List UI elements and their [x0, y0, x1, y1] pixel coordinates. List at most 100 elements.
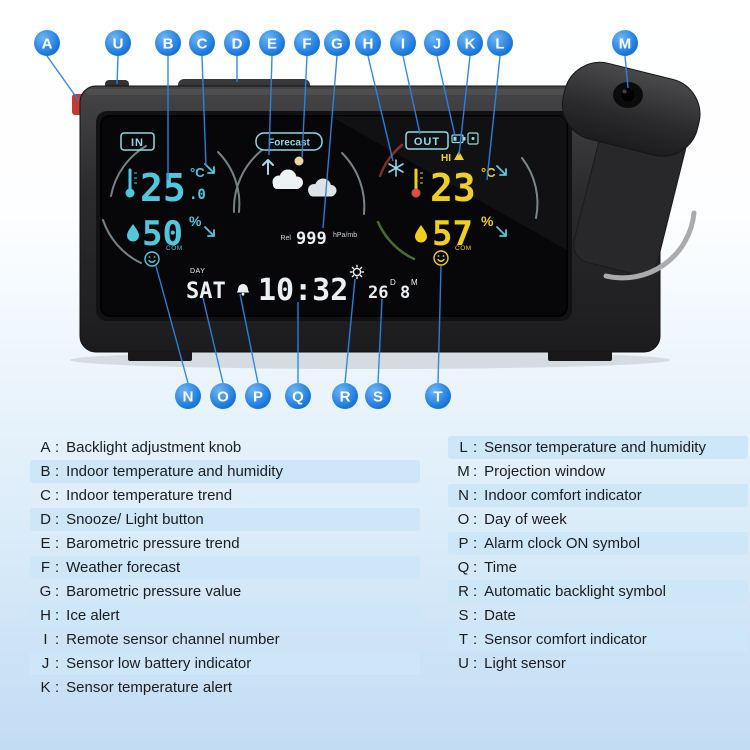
legend-item: D:Snooze/ Light button — [30, 508, 420, 531]
legend-key: R — [458, 583, 469, 600]
device-foot-left — [128, 350, 192, 361]
device-foot-right — [548, 350, 612, 361]
legend-separator: : — [473, 607, 478, 624]
forecast-label-frame — [255, 132, 323, 151]
legend-item: U:Light sensor — [448, 652, 748, 675]
outdoor-temp-trend-icon — [496, 165, 507, 176]
legend-label: Indoor temperature trend — [66, 487, 233, 504]
indoor-com-label: COM — [166, 245, 183, 252]
legend-right-column: L:Sensor temperature and humidity M:Proj… — [448, 436, 748, 676]
svg-text:K: K — [465, 36, 476, 53]
legend-separator: : — [473, 463, 478, 480]
legend-key: L — [459, 439, 468, 456]
callout-badges-top: A U B C D E F G H I J K L M — [34, 30, 638, 56]
svg-text:H: H — [363, 36, 374, 53]
pressure-trend-icon — [262, 159, 274, 175]
legend-item: S:Date — [448, 604, 748, 627]
legend-separator: : — [55, 583, 60, 600]
sensor-battery-icon — [451, 134, 466, 144]
legend-separator: : — [55, 631, 60, 648]
indoor-humidity-unit: % — [189, 213, 202, 229]
legend-item: T:Sensor comfort indicator — [448, 628, 748, 651]
svg-text:N: N — [183, 389, 194, 406]
ice-alert-icon — [388, 159, 404, 177]
svg-text:D: D — [232, 36, 243, 53]
callout-s — [365, 383, 391, 409]
screen — [100, 115, 568, 317]
legend-item: I:Remote sensor channel number — [30, 628, 420, 651]
svg-text:O: O — [217, 389, 229, 406]
out-label-frame — [405, 131, 449, 150]
indoor-temp-unit: °C — [190, 165, 205, 180]
legend-label: Projection window — [484, 463, 606, 480]
legend-separator: : — [55, 535, 60, 552]
legend-separator: : — [473, 487, 478, 504]
outdoor-thermometer-icon — [411, 168, 423, 198]
forecast-sun-icon — [294, 156, 304, 166]
legend-separator: : — [55, 463, 60, 480]
time-value: 10:32 — [258, 273, 348, 308]
forecast-label: Forecast — [268, 138, 310, 149]
legend-key: T — [458, 631, 469, 648]
indoor-temp-decimal: .0 — [189, 187, 206, 203]
legend-key: S — [458, 607, 469, 624]
alarm-on-icon — [236, 284, 250, 296]
callout-n — [175, 383, 201, 409]
callout-r — [332, 383, 358, 409]
screen-gloss — [330, 116, 567, 250]
legend-label: Indoor temperature and humidity — [66, 463, 283, 480]
legend-key: A — [40, 439, 51, 456]
callout-i — [390, 30, 416, 56]
legend-key: G — [39, 583, 52, 600]
legend: A:Backlight adjustment knob B:Indoor tem… — [0, 434, 750, 744]
legend-item: E:Barometric pressure trend — [30, 532, 420, 555]
outdoor-humidity-trend-icon — [496, 226, 507, 237]
legend-item: G:Barometric pressure value — [30, 580, 420, 603]
callout-a — [34, 30, 60, 56]
legend-label: Automatic backlight symbol — [484, 583, 666, 600]
legend-item: R:Automatic backlight symbol — [448, 580, 748, 603]
legend-separator: : — [55, 679, 60, 696]
legend-label: Weather forecast — [66, 559, 181, 576]
svg-text:F: F — [302, 36, 311, 53]
forecast-cloud2-icon — [308, 178, 337, 197]
callout-m — [612, 30, 638, 56]
indoor-humidity-drop-icon — [127, 224, 139, 242]
legend-label: Light sensor — [484, 655, 566, 672]
outdoor-humidity-drop-icon — [415, 225, 427, 243]
projector-trim — [603, 210, 697, 281]
legend-key: B — [40, 463, 51, 480]
legend-label: Sensor temperature alert — [66, 679, 233, 696]
legend-key: C — [40, 487, 51, 504]
device-shadow — [70, 351, 670, 369]
day-label: DAY — [190, 268, 205, 275]
svg-text:A: A — [42, 36, 53, 53]
legend-key: I — [43, 631, 48, 648]
svg-text:E: E — [267, 36, 277, 53]
outdoor-comfort-icon — [433, 250, 449, 266]
legend-key: J — [41, 655, 50, 672]
legend-separator: : — [473, 631, 478, 648]
legend-item: O:Day of week — [448, 508, 748, 531]
legend-item: P:Alarm clock ON symbol — [448, 532, 748, 555]
callout-k — [457, 30, 483, 56]
legend-label: Snooze/ Light button — [66, 511, 204, 528]
svg-text:C: C — [197, 36, 208, 53]
legend-key: E — [40, 535, 51, 552]
legend-item: J:Sensor low battery indicator — [30, 652, 420, 675]
legend-separator: : — [473, 535, 478, 552]
in-label-frame — [120, 132, 155, 151]
legend-key: K — [40, 679, 51, 696]
temp-alert-icon — [454, 151, 464, 160]
svg-text:B: B — [163, 36, 174, 53]
legend-key: F — [40, 559, 51, 576]
outdoor-temp-unit: °C — [481, 165, 496, 180]
callout-d — [224, 30, 250, 56]
pressure-unit: hPa/mb — [333, 232, 357, 239]
indoor-humidity-trend-icon — [204, 226, 215, 237]
leader-lines — [46, 55, 629, 384]
callout-u — [105, 30, 131, 56]
outdoor-humidity-value: 57 — [432, 214, 473, 254]
indoor-thermometer-icon — [125, 168, 137, 198]
